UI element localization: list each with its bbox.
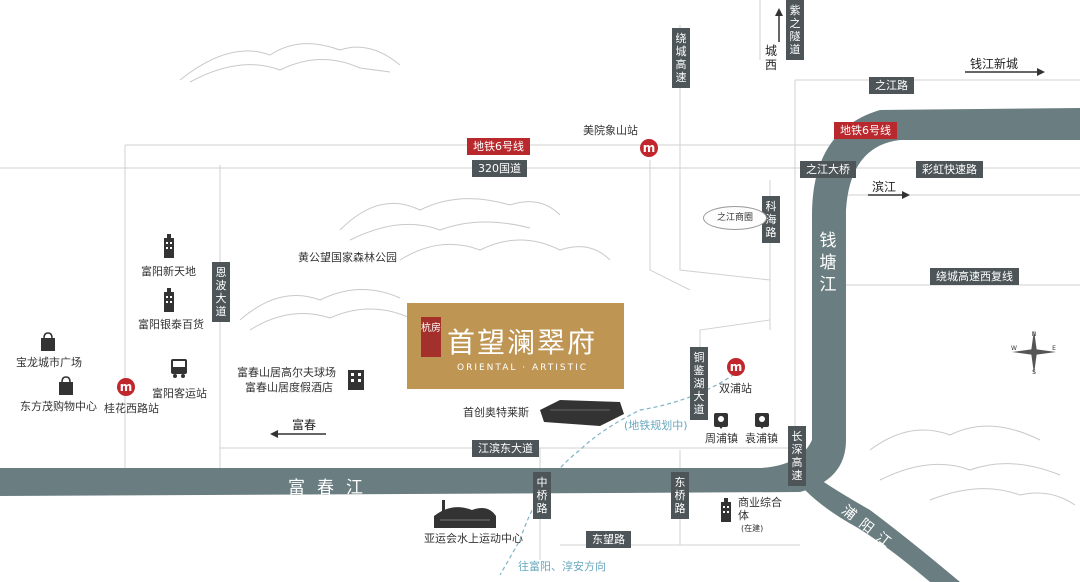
arrow-up-icon (775, 8, 783, 42)
metro-plan-label: (地铁规划中) (624, 419, 688, 432)
brand-title: 首望澜翠府 (447, 326, 598, 359)
metro-station-icon: m (117, 378, 135, 396)
metro-station-icon: m (727, 358, 745, 376)
qiantang-river-label: 钱塘江 (819, 231, 837, 295)
brand-seal: 杭房 (421, 317, 441, 357)
arrow-right-icon (868, 191, 910, 199)
direction-qianjiang: 钱江新城 (970, 57, 1019, 71)
sports-center-icon (434, 500, 496, 528)
arrow-right-icon (965, 68, 1045, 76)
building-icon (164, 288, 174, 312)
compass-s: S (1032, 369, 1036, 376)
road-320: 320国道 (472, 160, 527, 177)
poi-asian-games: 亚运会水上运动中心 (424, 532, 523, 545)
poi-fuyang-yintai: 富阳银泰百货 (138, 318, 204, 331)
poi-dongfangmao: 东方茂购物中心 (20, 400, 97, 413)
direction-binjiang: 滨江 (872, 180, 897, 194)
road-raocheng: 绕城高速 (672, 28, 690, 88)
hotel-icon (348, 370, 364, 390)
road-dongwang: 东望路 (586, 531, 631, 548)
compass-w: W (1011, 345, 1017, 352)
outlets-building-icon (540, 400, 624, 426)
poi-yuanpu: 袁浦镇 (745, 432, 778, 445)
station-meiyuan: 美院象山站 (583, 124, 638, 137)
location-pin-icon (755, 413, 769, 429)
direction-chengxi: 城西 (765, 44, 778, 72)
station-shuangpu: 双浦站 (719, 382, 752, 395)
arrow-left-icon (270, 430, 326, 438)
road-zhongqiao: 中桥路 (533, 472, 551, 519)
road-ziziling: 紫之隧道 (786, 0, 804, 60)
compass-icon: N S E W (1011, 330, 1056, 376)
poi-commercial: 商业综合体 (738, 496, 782, 522)
building-icon (721, 498, 731, 522)
road-tongjianhu: 铜鉴湖大道 (690, 347, 708, 420)
road-jiangbin-east: 江滨东大道 (472, 440, 539, 457)
station-guihua: 桂花西路站 (104, 402, 159, 415)
road-dongqiao: 东桥路 (671, 472, 689, 519)
location-pin-icon (714, 413, 728, 429)
road-zhijiang: 之江路 (869, 77, 914, 94)
road-caihong: 彩虹快速路 (916, 161, 983, 178)
bus-icon (171, 359, 187, 378)
fuchun-river-label: 富春江 (288, 478, 375, 498)
project-brand-block: 杭房 首望澜翠府 ORIENTAL · ARTISTIC (407, 303, 624, 389)
poi-fuyang-bus: 富阳客运站 (152, 387, 207, 400)
puyang-river (805, 478, 960, 582)
zhijiang-circle: 之江商圈 (703, 206, 767, 230)
brand-subtitle: ORIENTAL · ARTISTIC (457, 363, 589, 373)
direction-to-fuyang: 往富阳、淳安方向 (518, 560, 606, 573)
poi-huanggongwang: 黄公望国家森林公园 (298, 251, 397, 264)
metro-station-icon: m (640, 139, 658, 157)
poi-outlets: 首创奥特莱斯 (463, 406, 529, 419)
road-raocheng-xifu: 绕城高速西复线 (930, 268, 1019, 285)
shopping-bag-icon (59, 376, 73, 395)
metro-line6-right: 地铁6号线 (834, 122, 897, 139)
road-kehai: 科海路 (762, 196, 780, 243)
poi-zhoupu: 周浦镇 (705, 432, 738, 445)
road-enbo: 恩波大道 (212, 262, 230, 322)
direction-fuchun: 富春 (292, 418, 317, 432)
poi-fuyang-xintiandi: 富阳新天地 (141, 265, 196, 278)
shopping-bag-icon (41, 332, 55, 351)
road-changshen: 长深高速 (788, 426, 806, 486)
poi-baolong: 宝龙城市广场 (16, 356, 82, 369)
building-icon (164, 234, 174, 258)
poi-golf: 富春山居高尔夫球场 (237, 366, 336, 379)
compass-n: N (1032, 331, 1037, 338)
poi-commercial-note: (在建) (741, 524, 764, 533)
metro-line6-left: 地铁6号线 (467, 138, 530, 155)
mountain-illustrations (179, 43, 1076, 506)
poi-resort: 富春山居度假酒店 (245, 381, 333, 394)
road-zhijiang-bridge: 之江大桥 (800, 161, 856, 178)
compass-e: E (1052, 345, 1056, 352)
